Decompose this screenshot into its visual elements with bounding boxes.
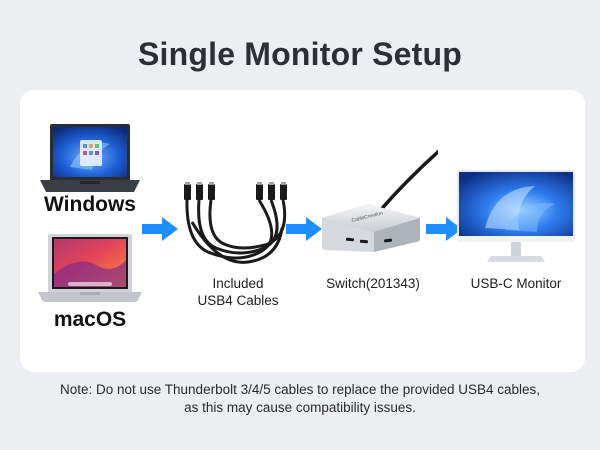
macos-label: macOS xyxy=(53,308,127,331)
windows-label: Windows xyxy=(44,193,136,216)
windows-laptop-image xyxy=(40,122,140,194)
note-line2: as this may cause compatibility issues. xyxy=(184,400,416,415)
arrow-right-icon xyxy=(424,216,464,242)
arrow-right-icon xyxy=(284,216,324,242)
monitor-caption: USB-C Monitor xyxy=(470,276,562,291)
switch-caption: Switch(201343) xyxy=(326,276,420,291)
cables-caption: Included USB4 Cables xyxy=(180,275,296,309)
arrow-right-icon xyxy=(140,216,180,242)
diagram-panel: Windows macOS xyxy=(20,90,585,372)
usb-c-monitor-image xyxy=(455,168,577,264)
note-line1: Note: Do not use Thunderbolt 3/4/5 cable… xyxy=(59,382,541,397)
compatibility-note: Note: Do not use Thunderbolt 3/4/5 cable… xyxy=(20,381,580,417)
cables-caption-line1: Included xyxy=(212,276,264,291)
page-title: Single Monitor Setup xyxy=(138,36,462,72)
cables-caption-line2: USB4 Cables xyxy=(197,293,279,308)
usb4-cables-image xyxy=(178,182,296,268)
usb-switch-image: CableCreation xyxy=(308,138,438,253)
macbook-image xyxy=(38,232,142,304)
